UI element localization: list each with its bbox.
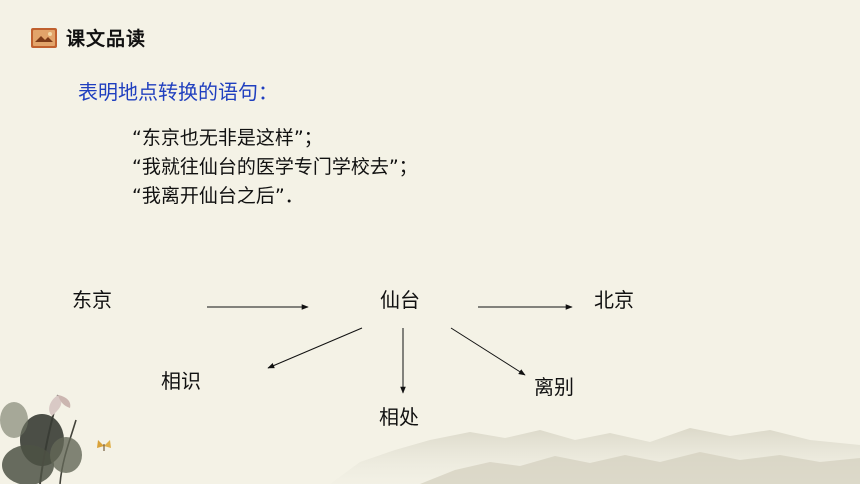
quote-line: “东京也无非是这样”； xyxy=(132,127,323,149)
lotus-decoration xyxy=(0,394,82,484)
node-parting: 离别 xyxy=(534,375,574,399)
quote-line: “我就往仙台的医学专门学校去”； xyxy=(132,156,418,178)
butterfly-decoration xyxy=(97,440,111,451)
node-beijing: 北京 xyxy=(594,288,634,312)
arrow-sendai-to-parting xyxy=(450,327,526,376)
quote-list: “东京也无非是这样”； “我就往仙台的医学专门学校去”； “我离开仙台之后”． xyxy=(132,124,418,211)
mountain-shape xyxy=(420,452,860,484)
node-tokyo: 东京 xyxy=(72,288,112,312)
subtitle: 表明地点转换的语句： xyxy=(78,80,278,104)
quote-line: “我离开仙台之后”． xyxy=(132,185,304,207)
book-icon xyxy=(31,27,57,48)
node-sendai: 仙台 xyxy=(380,288,420,312)
section-header: 课文品读 xyxy=(30,24,146,51)
arrow-sendai-to-meet xyxy=(267,327,363,369)
node-together: 相处 xyxy=(379,405,419,429)
section-title: 课文品读 xyxy=(66,28,147,50)
node-meet: 相识 xyxy=(161,369,201,393)
